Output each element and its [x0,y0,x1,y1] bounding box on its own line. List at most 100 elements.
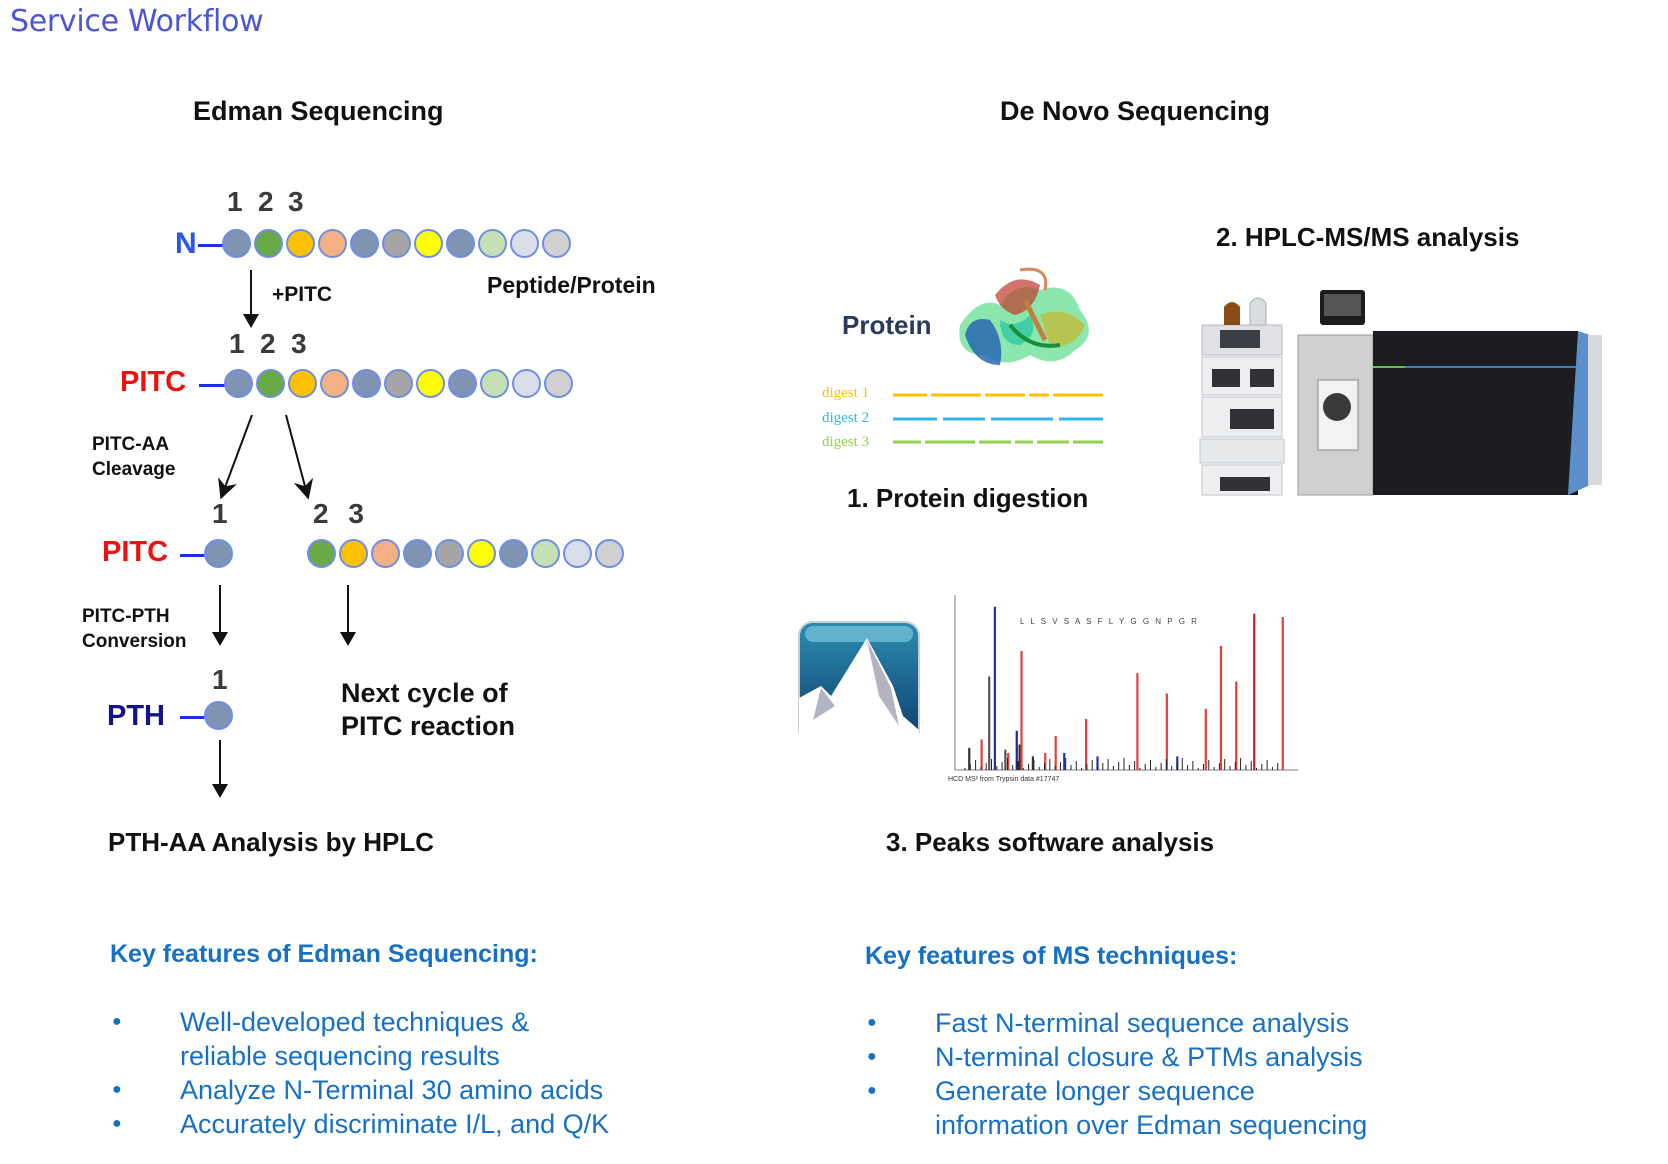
peaks-software-logo-icon [798,621,920,746]
cleavage-arrow-right [285,414,314,500]
amino-acid-bead [350,229,379,258]
next-cycle-line2: PITC reaction [341,711,516,741]
cleavage-arrows [218,414,314,500]
conversion-label-line2: Conversion [82,631,187,652]
amino-acid-bead [256,369,285,398]
peptide-chain-initial [222,229,571,258]
cleavage-label: PITC-AA Cleavage [92,432,175,482]
amino-acid-bead [254,229,283,258]
digest-fragments [893,393,1103,444]
ms-feature-1-line1: Fast N-terminal sequence analysis [935,1008,1350,1038]
cleavage-label-line2: Cleavage [92,459,176,480]
next-cycle-label: Next cycle of PITC reaction [341,677,515,743]
hplc-arrow-shaft [219,740,221,788]
digest-2-label: digest 2 [822,410,870,426]
amino-acid-bead [320,369,349,398]
amino-acid-bead [286,229,315,258]
amino-acid-bead [512,369,541,398]
edman-feature-item: Accurately discriminate I/L, and Q/K [110,1107,730,1141]
n-linker [198,244,224,247]
mass-spectrometer-icon [1297,290,1602,496]
pitc-label-cleaved: PITC [102,536,169,568]
ms-feature-item: N-terminal closure & PTMs analysis [865,1040,1485,1074]
amino-acid-bead [510,229,539,258]
position-label-2: 2 [258,186,274,217]
position-label-2: 2 [260,328,276,359]
amino-acid-bead [403,539,432,568]
cleavage-label-line1: PITC-AA [92,434,170,455]
conversion-label-line1: PITC-PTH [82,606,170,627]
amino-acid-bead [384,369,413,398]
next-cycle-arrow-head-icon [340,632,356,646]
amino-acid-bead [288,369,317,398]
edman-heading: Edman Sequencing [193,96,444,126]
pth-position-label: 1 [212,664,228,695]
conversion-arrow-head-icon [212,632,228,646]
amino-acid-bead [414,229,443,258]
pth-label: PTH [107,700,165,732]
ms-feature-item: Generate longer sequence information ove… [865,1074,1485,1142]
spectrum-caption: HCD MS² from Trypsin data #17747 [948,776,1060,783]
hplc-arrow-head-icon [212,784,228,798]
edman-feature-3-line1: Accurately discriminate I/L, and Q/K [180,1109,610,1139]
conversion-arrow-shaft [219,585,221,635]
amino-acid-bead [480,369,509,398]
amino-acid-bead [467,539,496,568]
pth-amino-acid-bead [204,701,233,730]
edman-features-title: Key features of Edman Sequencing: [110,940,538,968]
ms-feature-2-line1: N-terminal closure & PTMs analysis [935,1042,1363,1072]
ms-feature-item: Fast N-terminal sequence analysis [865,1006,1485,1040]
amino-acid-bead [307,539,336,568]
position-label-1: 1 [229,328,245,359]
ms-feature-3-line1: Generate longer sequence [935,1076,1255,1106]
next-cycle-line1: Next cycle of [341,678,508,708]
amino-acid-bead [382,229,411,258]
amino-acid-bead [371,539,400,568]
amino-acid-bead [542,229,571,258]
protein-label: Protein [842,310,932,340]
ms-features-title: Key features of MS techniques: [865,942,1238,970]
amino-acid-bead [448,369,477,398]
pitc-linker [199,384,225,387]
hplc-analysis-label: PTH-AA Analysis by HPLC [108,827,435,857]
cleavage-arrow-left [218,414,253,500]
amino-acid-bead [222,229,251,258]
step1-label: 1. Protein digestion [847,483,1089,513]
pitc-arrow-head-icon [243,314,259,328]
digest-3-label: digest 3 [822,434,870,450]
pth-linker [180,716,206,719]
amino-acid-bead [435,539,464,568]
amino-acid-bead [339,539,368,568]
conversion-label: PITC-PTH Conversion [82,604,187,654]
edman-feature-1-line2: reliable sequencing results [180,1041,500,1071]
amino-acid-bead [499,539,528,568]
amino-acid-bead [531,539,560,568]
cleaved-position-label: 1 [212,498,228,529]
amino-acid-bead [544,369,573,398]
next-cycle-arrow-shaft [347,585,349,635]
protein-structure-image [959,267,1089,365]
hplc-ms-instrument-image [1199,290,1602,496]
edman-features-list: Well-developed techniques & reliable seq… [110,1005,730,1141]
hplc-stack-icon [1199,297,1285,496]
amino-acid-bead [352,369,381,398]
spectrum-sequence-annotation: L L S V S A S F L Y G G N P G R [1020,617,1199,626]
digest-1-label: digest 1 [822,385,870,401]
pitc-cleaved-linker [180,554,206,557]
peptide-protein-label: Peptide/Protein [487,272,656,298]
peptide-chain-pitc [224,369,573,398]
amino-acid-bead [563,539,592,568]
amino-acid-bead [318,229,347,258]
position-label-1: 1 [227,186,243,217]
ms-feature-3-line2: information over Edman sequencing [935,1110,1368,1140]
plus-pitc-label: +PITC [272,283,333,306]
position-label-3: 3 [288,186,304,217]
amino-acid-bead [595,539,624,568]
edman-feature-2-line1: Analyze N-Terminal 30 amino acids [180,1075,604,1105]
ms-spectrum-chart [954,595,1298,771]
amino-acid-bead [478,229,507,258]
pitc-arrow-shaft [250,270,252,316]
position-label-3: 3 [291,328,307,359]
n-terminus-label: N [175,227,197,260]
denovo-heading: De Novo Sequencing [1000,96,1271,126]
